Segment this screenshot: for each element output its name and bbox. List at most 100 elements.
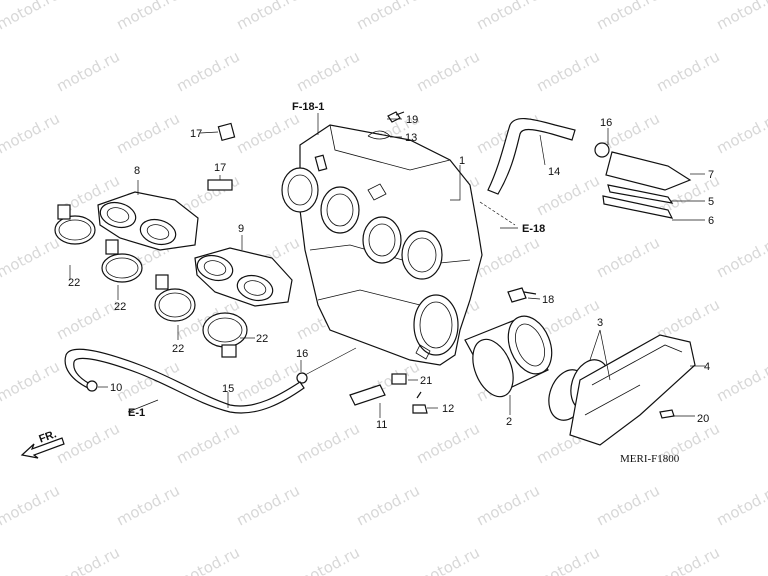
callout-22-c: 22 (172, 343, 184, 355)
clip-13 (367, 130, 391, 140)
callout-6: 6 (708, 215, 714, 227)
breather-tube-14 (487, 118, 576, 195)
watermark-text: motod.ru (173, 47, 242, 95)
leader-lines (69, 113, 705, 418)
callout-18: 18 (542, 294, 554, 306)
ref-e1: E-1 (128, 407, 145, 419)
intake-boot-8 (97, 191, 199, 251)
callout-7: 7 (708, 169, 714, 181)
filter-element-2 (464, 315, 553, 398)
watermark-text: motod.ru (53, 47, 122, 95)
callout-22-a: 22 (68, 277, 80, 289)
watermark-text: motod.ru (473, 0, 542, 34)
callout-1: 1 (459, 155, 465, 167)
air-cleaner-case (281, 124, 483, 366)
intake-boot-9 (194, 247, 293, 307)
callout-13: 13 (405, 132, 417, 144)
seal-5 (607, 184, 674, 204)
watermark-text: motod.ru (593, 0, 662, 34)
callout-2: 2 (506, 416, 512, 428)
watermark-text: motod.ru (173, 543, 242, 576)
ref-f18-1: F-18-1 (292, 101, 324, 113)
callout-16-upper: 16 (600, 117, 612, 129)
callout-17-upper: 17 (190, 128, 202, 140)
watermark-text: motod.ru (713, 357, 768, 405)
watermark-text: motod.ru (533, 171, 602, 219)
watermark-text: motod.ru (233, 481, 302, 529)
watermark-text: motod.ru (413, 419, 482, 467)
watermark-text: motod.ru (473, 233, 542, 281)
watermark-text: motod.ru (233, 0, 302, 34)
callout-21: 21 (420, 375, 432, 387)
cover-7 (605, 151, 692, 191)
watermark-text: motod.ru (653, 47, 722, 95)
watermark-text: motod.ru (0, 543, 3, 576)
watermark-text: motod.ru (713, 109, 768, 157)
watermark-text: motod.ru (173, 419, 242, 467)
callout-3: 3 (597, 317, 603, 329)
callout-8: 8 (134, 165, 140, 177)
watermark-text: motod.ru (53, 295, 122, 343)
callout-17-lower: 17 (214, 162, 226, 174)
watermark-text: motod.ru (713, 0, 768, 34)
housing-cover-4 (569, 334, 696, 446)
watermark-text: motod.ru (0, 357, 63, 405)
screw-19 (387, 111, 405, 123)
watermark-text: motod.ru (653, 543, 722, 576)
callout-19: 19 (406, 114, 418, 126)
clip-10 (86, 380, 98, 392)
cushion-17-lower (207, 179, 233, 191)
callout-4: 4 (704, 361, 710, 373)
callout-12: 12 (442, 403, 454, 415)
hose-clamps (54, 204, 248, 358)
watermark-text: motod.ru (533, 47, 602, 95)
watermark-text: motod.ru (0, 481, 63, 529)
watermark-text: motod.ru (113, 481, 182, 529)
watermark-text: motod.ru (533, 543, 602, 576)
callout-5: 5 (708, 196, 714, 208)
plug-16-upper (594, 142, 610, 158)
watermark-text: motod.ru (53, 543, 122, 576)
watermark-text: motod.ru (0, 419, 3, 467)
callout-22-b: 22 (114, 301, 126, 313)
watermark-text: motod.ru (0, 47, 3, 95)
diagram-code: MERI-F1800 (620, 453, 680, 465)
cushion-17-upper (217, 122, 236, 142)
front-direction-label: FR. (37, 428, 58, 445)
callout-14: 14 (548, 166, 560, 178)
callout-16-lower: 16 (296, 348, 308, 360)
watermark-text: motod.ru (473, 481, 542, 529)
plug-16-lower (296, 372, 308, 384)
watermark-text: motod.ru (0, 233, 63, 281)
ref-e18: E-18 (522, 223, 545, 235)
watermark-text: motod.ru (413, 543, 482, 576)
watermark-text: motod.ru (593, 233, 662, 281)
clip-21 (391, 373, 407, 385)
watermark-text: motod.ru (233, 357, 302, 405)
watermark-text: motod.ru (293, 543, 362, 576)
bolt-18 (507, 287, 537, 303)
watermark-text: motod.ru (0, 171, 3, 219)
callout-15: 15 (222, 383, 234, 395)
watermark-text: motod.ru (353, 481, 422, 529)
watermark-text: motod.ru (353, 0, 422, 34)
watermark-text: motod.ru (713, 233, 768, 281)
watermark-text: motod.ru (233, 109, 302, 157)
watermark-text: motod.ru (113, 109, 182, 157)
watermark-text: motod.ru (593, 481, 662, 529)
watermark-text: motod.ru (413, 47, 482, 95)
watermark-text: motod.ru (0, 109, 63, 157)
watermark-text: motod.ru (713, 481, 768, 529)
drain-tube-15 (64, 348, 305, 414)
screw-20 (659, 409, 675, 419)
watermark-text: motod.ru (113, 0, 182, 34)
front-arrow-icon (20, 437, 65, 459)
callout-20: 20 (697, 413, 709, 425)
callout-9: 9 (238, 223, 244, 235)
watermark-text: motod.ru (293, 47, 362, 95)
bolt-12 (412, 391, 428, 414)
plate-6 (602, 195, 674, 219)
callout-10: 10 (110, 382, 122, 394)
